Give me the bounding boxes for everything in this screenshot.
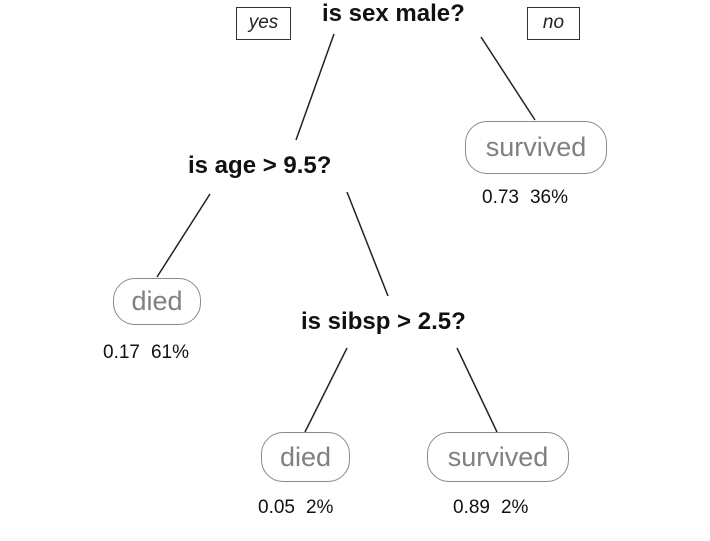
leaf-stats-female: 0.73 36% [482,187,568,209]
leaf-probability: 0.17 [103,342,140,363]
edge-age-to-young-leaf [156,193,211,278]
edge-sibsp-to-died-leaf [304,347,348,433]
leaf-stats-young: 0.17 61% [103,342,189,364]
leaf-percentage: 61% [150,342,190,363]
leaf-percentage: 36% [529,187,569,208]
leaf-class-label: died [279,442,332,472]
branch-tag-no: no [527,7,580,40]
leaf-percentage: 2% [305,497,334,518]
edge-root-to-female-leaf [480,36,536,121]
leaf-class-label: survived [485,132,587,162]
leaf-node-sibsp-died: died [261,432,350,482]
leaf-class-label: died [131,286,183,316]
edge-root-to-age [295,33,335,141]
branch-tag-yes: yes [236,7,291,40]
leaf-class-label: survived [447,442,549,472]
edge-age-to-sibsp [346,191,389,297]
leaf-probability: 0.05 [258,497,295,518]
leaf-probability: 0.89 [453,497,490,518]
leaf-node-sibsp-survived: survived [427,432,569,482]
leaf-stats-sibsp-survived: 0.89 2% [453,497,528,519]
edge-sibsp-to-survived-leaf [456,347,498,433]
age-question: is age > 9.5? [188,152,332,179]
leaf-node-female: survived [465,121,607,174]
leaf-probability: 0.73 [482,187,519,208]
root-question: is sex male? [322,0,465,27]
leaf-node-young: died [113,278,201,325]
sibsp-question: is sibsp > 2.5? [301,308,466,335]
leaf-stats-sibsp-died: 0.05 2% [258,497,333,519]
leaf-percentage: 2% [500,497,529,518]
